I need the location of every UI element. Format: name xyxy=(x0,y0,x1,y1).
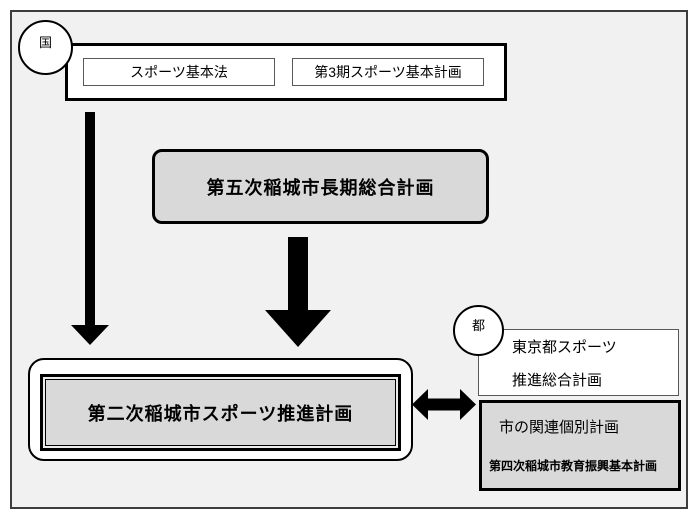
related-plans-box: 市の関連個別計画 第四次稲城市教育振興基本計画 xyxy=(479,400,681,491)
national-badge-label: 国 xyxy=(38,35,52,50)
related-plans-title: 市の関連個別計画 xyxy=(499,419,620,436)
arrow-master-plan-to-city-sports-icon xyxy=(265,237,331,347)
city-sports-plan-box: 第二次稲城市スポーツ推進計画 xyxy=(40,374,401,451)
city-master-plan-box: 第五次稲城市長期総合計画 xyxy=(152,149,489,224)
city-sports-plan-label: 第二次稲城市スポーツ推進計画 xyxy=(87,403,354,424)
metro-badge-label: 都 xyxy=(471,318,485,333)
related-plans-item: 第四次稲城市教育振興基本計画 xyxy=(489,459,658,473)
metro-sports-plan-box: 東京都スポーツ 推進総合計画 xyxy=(478,329,679,396)
metro-sports-plan-line1: 東京都スポーツ xyxy=(512,339,617,356)
sports-basic-plan-label: 第3期スポーツ基本計画 xyxy=(314,64,462,80)
city-master-plan-label: 第五次稲城市長期総合計画 xyxy=(206,177,435,198)
sports-basic-plan-box: 第3期スポーツ基本計画 xyxy=(292,58,484,86)
metro-sports-plan-line2: 推進総合計画 xyxy=(512,372,603,389)
sports-basic-law-box: スポーツ基本法 xyxy=(83,58,275,86)
national-badge: 国 xyxy=(18,20,73,75)
arrow-national-to-city-sports-icon xyxy=(71,112,109,345)
arrow-city-sports-metro-related-icon xyxy=(412,389,476,420)
metro-badge: 都 xyxy=(453,305,504,356)
sports-basic-law-label: スポーツ基本法 xyxy=(130,64,228,80)
